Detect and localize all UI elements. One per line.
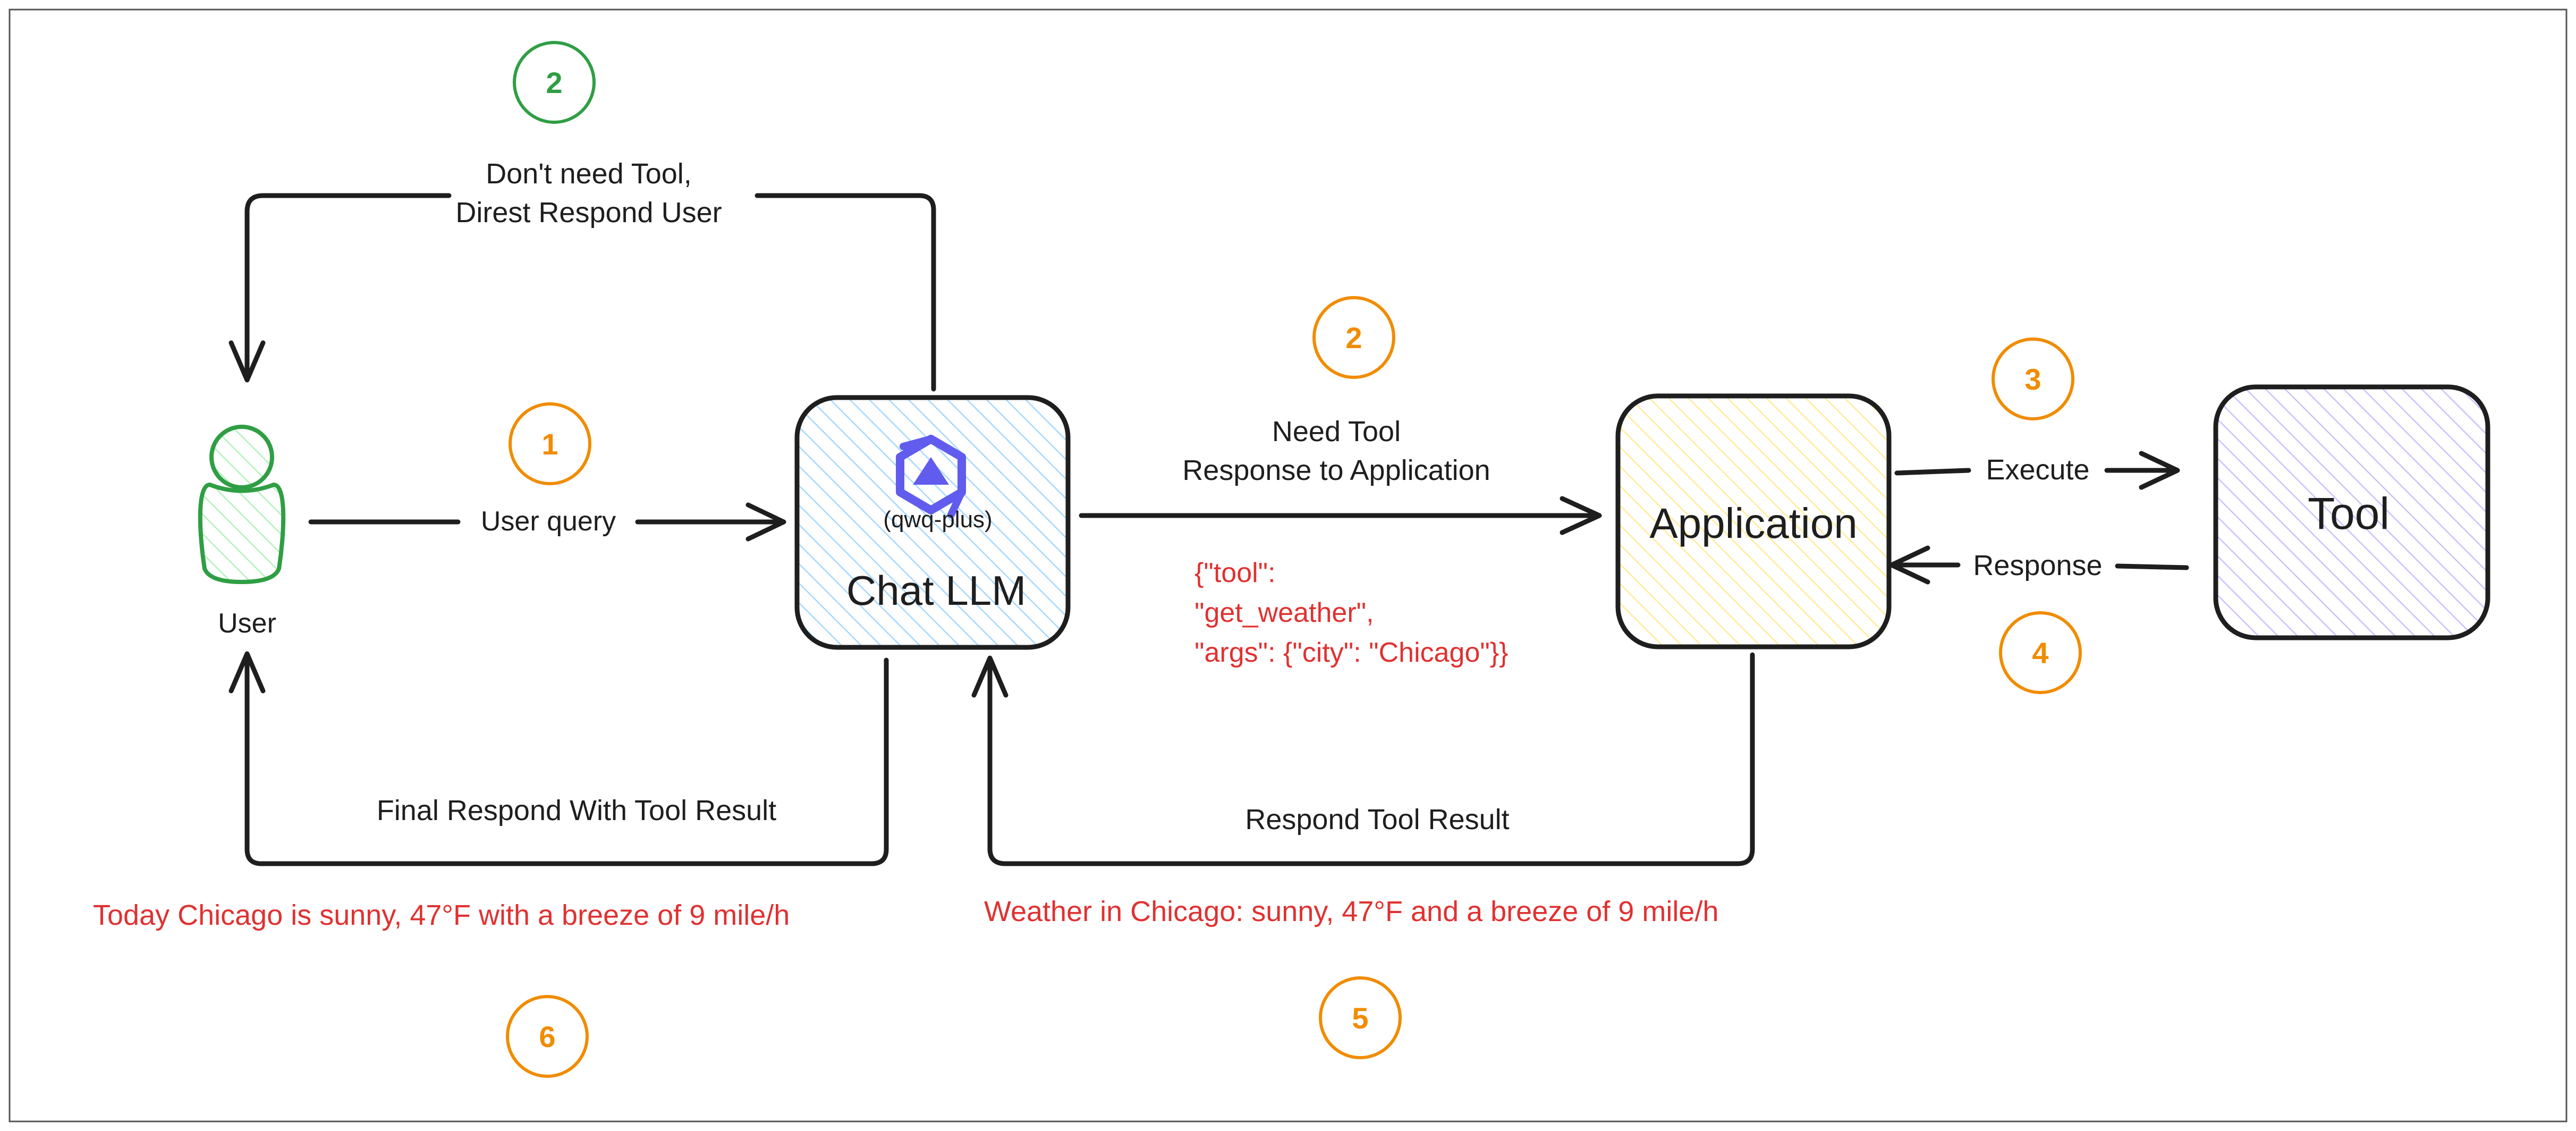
edge-response-arrowhead <box>1889 545 1930 585</box>
user-icon <box>198 483 286 584</box>
edge-final-respond-label: Final Respond With Tool Result <box>377 795 776 826</box>
user-label: User <box>218 608 276 639</box>
edge-need-tool: Need Tool Response to Application <box>1079 416 1602 535</box>
edge-direct-respond-arrowhead <box>228 340 266 383</box>
edge-user-query: User query <box>308 502 786 542</box>
tool-call-line-1: {"tool": <box>1194 558 1276 588</box>
user-node: User <box>198 425 286 639</box>
edge-execute-label: Execute <box>1986 454 2089 486</box>
svg-text:1: 1 <box>541 427 558 461</box>
edge-respond-tool-result-line <box>987 652 1755 866</box>
edge-direct-respond-label-2: Direst Respond User <box>455 197 722 229</box>
step-badge-2-orange: 2 <box>1312 296 1395 379</box>
step-badge-1: 1 <box>509 402 591 485</box>
edge-final-respond-line <box>244 654 889 866</box>
chat-llm-box <box>794 395 1071 650</box>
step-badge-6: 6 <box>506 995 589 1078</box>
edge-response-line-a <box>2115 563 2189 570</box>
application-label: Application <box>1649 500 1857 547</box>
edge-final-respond-arrowhead <box>228 651 266 694</box>
svg-text:4: 4 <box>2032 636 2048 670</box>
application-box <box>1615 393 1892 649</box>
edge-respond-tool-result-label: Respond Tool Result <box>1245 804 1509 835</box>
edge-execute: Execute <box>1894 451 2180 490</box>
svg-text:3: 3 <box>2024 362 2041 396</box>
svg-text:2: 2 <box>546 66 562 99</box>
tool-call-line-3: "args": {"city": "Chicago"}} <box>1194 637 1509 668</box>
tool-call-payload: {"tool": "get_weather", "args": {"city":… <box>1194 558 1509 668</box>
edge-final-respond: Final Respond With Tool Result <box>228 651 889 866</box>
application-node: Application <box>1615 393 1892 649</box>
edge-need-tool-arrowhead <box>1560 496 1602 535</box>
edge-execute-arrowhead <box>2139 451 2180 490</box>
edge-direct-respond-line-a <box>755 193 936 392</box>
edge-user-query-arrowhead <box>745 502 786 542</box>
chat-llm-model: (qwq-plus) <box>883 507 992 533</box>
tool-node: Tool <box>2213 384 2490 640</box>
edge-direct-respond-label-1: Don't need Tool, <box>486 158 692 190</box>
step-badge-5: 5 <box>1319 976 1402 1059</box>
svg-text:2: 2 <box>1345 321 1362 355</box>
edge-need-tool-label-1: Need Tool <box>1272 416 1401 448</box>
edge-respond-tool-result-arrowhead <box>971 655 1009 698</box>
edge-respond-tool-result: Respond Tool Result <box>971 652 1755 866</box>
edge-direct-respond-line-b <box>244 193 452 381</box>
tool-call-line-2: "get_weather", <box>1194 597 1374 628</box>
edge-response: Response <box>1889 545 2189 585</box>
edge-direct-respond: Don't need Tool, Direst Respond User <box>228 158 936 392</box>
step-badge-4: 4 <box>1999 611 2082 694</box>
tool-label: Tool <box>2308 488 2389 538</box>
qwen-logo-icon <box>896 435 966 518</box>
svg-text:6: 6 <box>539 1020 555 1053</box>
chat-llm-node: (qwq-plus) Chat LLM <box>794 395 1071 650</box>
user-head <box>209 425 274 489</box>
edge-need-tool-label-2: Response to Application <box>1182 454 1490 486</box>
svg-text:5: 5 <box>1352 1001 1368 1035</box>
final-answer-text: Today Chicago is sunny, 47°F with a bree… <box>93 899 790 931</box>
edge-execute-line-a <box>1894 468 1971 476</box>
edge-user-query-label: User query <box>481 506 616 537</box>
edge-response-label: Response <box>1973 550 2102 581</box>
step-badge-3: 3 <box>1992 337 2074 420</box>
tool-box <box>2213 384 2490 640</box>
chat-llm-label: Chat LLM <box>846 567 1026 614</box>
tool-result-text: Weather in Chicago: sunny, 47°F and a br… <box>984 896 1718 927</box>
step-badge-2-green: 2 <box>513 41 596 124</box>
